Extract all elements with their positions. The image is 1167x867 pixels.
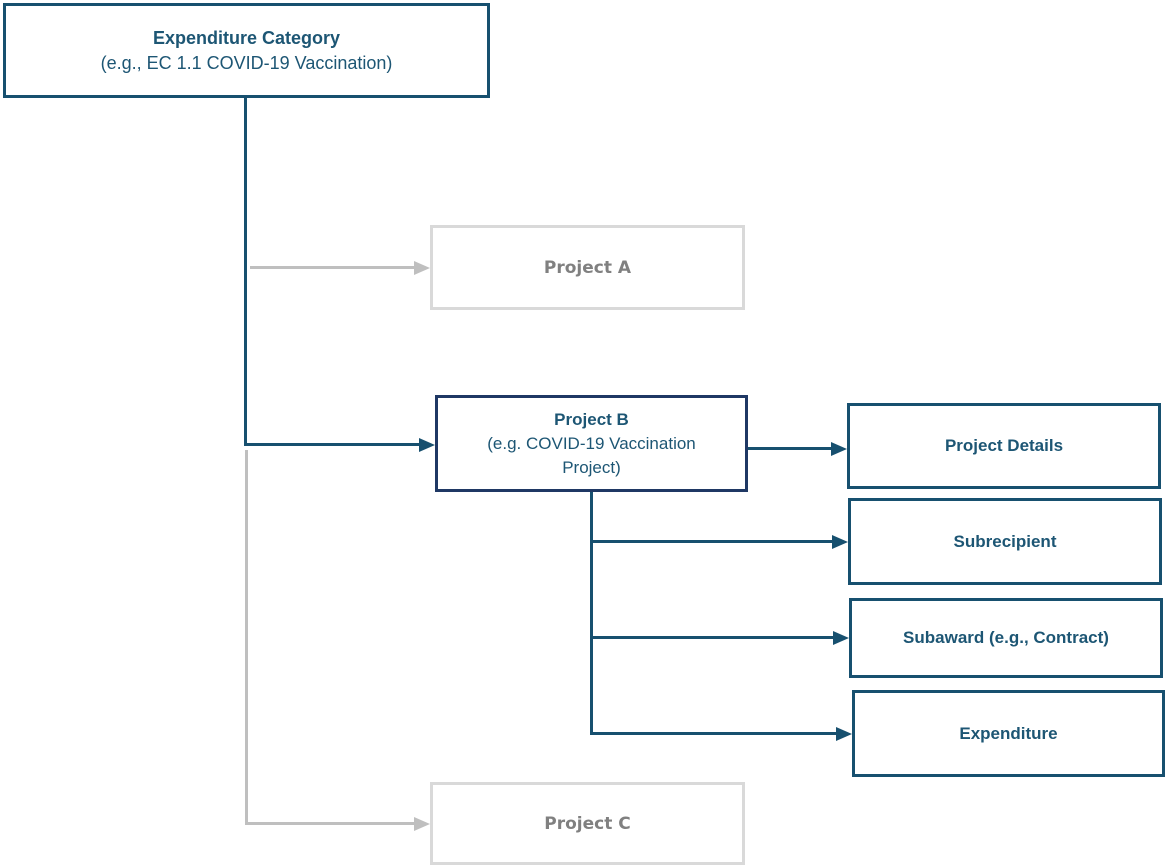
subrecipient-box: Subrecipient xyxy=(848,498,1162,585)
project-a-box: Project A xyxy=(430,225,745,310)
connector-root-vertical-gray xyxy=(245,450,248,825)
expenditure-category-title: Expenditure Category xyxy=(152,27,341,48)
connector-project-details-line xyxy=(748,447,832,450)
connector-subrecipient-line xyxy=(590,540,833,543)
subrecipient-label: Subrecipient xyxy=(953,531,1057,551)
connector-subaward-line xyxy=(590,636,834,639)
project-b-title: Project B xyxy=(554,409,629,429)
arrow-subrecipient-icon xyxy=(832,534,848,549)
subaward-box: Subaward (e.g., Contract) xyxy=(849,598,1163,678)
connector-project-a-line xyxy=(250,266,415,269)
arrow-project-details-icon xyxy=(831,441,847,456)
connector-project-b-vertical xyxy=(590,492,593,735)
connector-expenditure-line xyxy=(590,732,837,735)
project-b-subtitle: (e.g. COVID-19 Vaccination Project) xyxy=(487,433,696,477)
arrow-project-c-icon xyxy=(414,816,430,831)
arrow-project-a-icon xyxy=(414,260,430,275)
project-c-box: Project C xyxy=(430,782,745,865)
project-b-box: Project B (e.g. COVID-19 Vaccination Pro… xyxy=(435,395,748,492)
arrow-subaward-icon xyxy=(833,630,849,645)
connector-project-b-line xyxy=(244,443,420,446)
connector-project-c-line xyxy=(245,822,415,825)
expenditure-category-subtitle: (e.g., EC 1.1 COVID-19 Vaccination) xyxy=(100,52,393,73)
subaward-label: Subaward (e.g., Contract) xyxy=(903,628,1109,647)
arrow-expenditure-icon xyxy=(836,726,852,741)
project-details-box: Project Details xyxy=(847,403,1161,489)
arrow-project-b-icon xyxy=(419,437,435,452)
expenditure-box: Expenditure xyxy=(852,690,1165,777)
project-a-label: Project A xyxy=(543,257,632,278)
project-c-label: Project C xyxy=(544,813,631,834)
expenditure-category-box: Expenditure Category (e.g., EC 1.1 COVID… xyxy=(3,3,490,98)
connector-root-vertical-blue xyxy=(244,98,247,446)
project-details-label: Project Details xyxy=(944,436,1064,455)
expenditure-label: Expenditure xyxy=(959,723,1058,743)
